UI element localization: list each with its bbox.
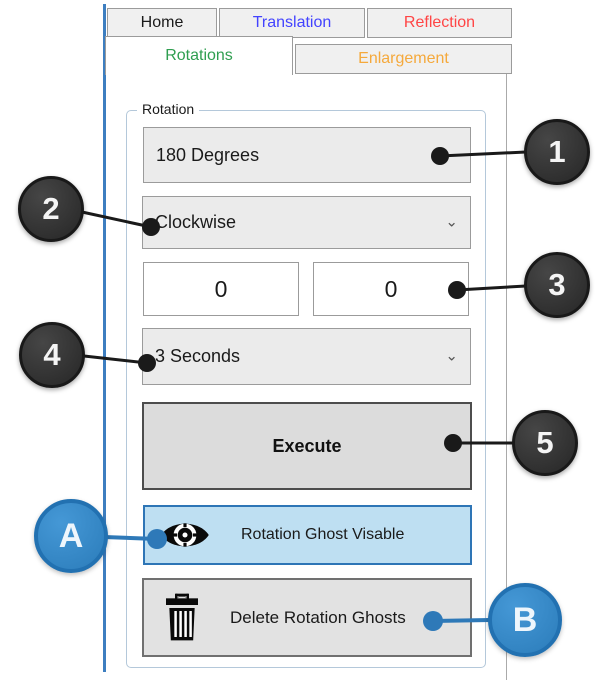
rotation-ghost-visible-label: Rotation Ghost Visable <box>241 526 405 543</box>
center-y-input[interactable] <box>313 262 469 316</box>
delete-rotation-ghosts-label: Delete Rotation Ghosts <box>230 607 406 627</box>
callout-badge-a: A <box>34 499 108 573</box>
panel-left-divider <box>103 4 106 672</box>
degrees-select[interactable]: 180 Degrees <box>143 127 471 183</box>
duration-select[interactable]: 3 Seconds ⌄ <box>142 328 471 385</box>
callout-badge-2: 2 <box>18 176 84 242</box>
tab-reflection[interactable]: Reflection <box>367 8 512 38</box>
trash-icon <box>162 590 202 646</box>
delete-rotation-ghosts-button[interactable]: Delete Rotation Ghosts <box>142 578 472 657</box>
chevron-down-icon: ⌄ <box>445 347 458 365</box>
callout-badge-4: 4 <box>19 322 85 388</box>
tab-home[interactable]: Home <box>107 8 217 38</box>
duration-select-value: 3 Seconds <box>155 346 241 366</box>
callout-badge-1: 1 <box>524 119 590 185</box>
rotation-group-label: Rotation <box>137 101 200 117</box>
callout-badge-5: 5 <box>512 410 578 476</box>
direction-select[interactable]: Clockwise ⌄ <box>142 196 471 249</box>
callout-badge-b: B <box>488 583 562 657</box>
rotation-ghost-visible-button[interactable]: Rotation Ghost Visable <box>143 505 472 565</box>
execute-button[interactable]: Execute <box>142 402 472 490</box>
tab-translation[interactable]: Translation <box>219 8 365 38</box>
execute-button-label: Execute <box>272 435 342 456</box>
tab-enlargement[interactable]: Enlargement <box>295 44 512 74</box>
panel-right-divider <box>506 72 507 680</box>
center-x-input[interactable] <box>143 262 299 316</box>
tab-rotations[interactable]: Rotations <box>105 36 293 75</box>
eye-icon <box>159 516 211 554</box>
degrees-select-value: 180 Degrees <box>156 144 260 165</box>
direction-select-value: Clockwise <box>155 212 237 232</box>
callout-badge-3: 3 <box>524 252 590 318</box>
chevron-down-icon: ⌄ <box>445 213 458 231</box>
